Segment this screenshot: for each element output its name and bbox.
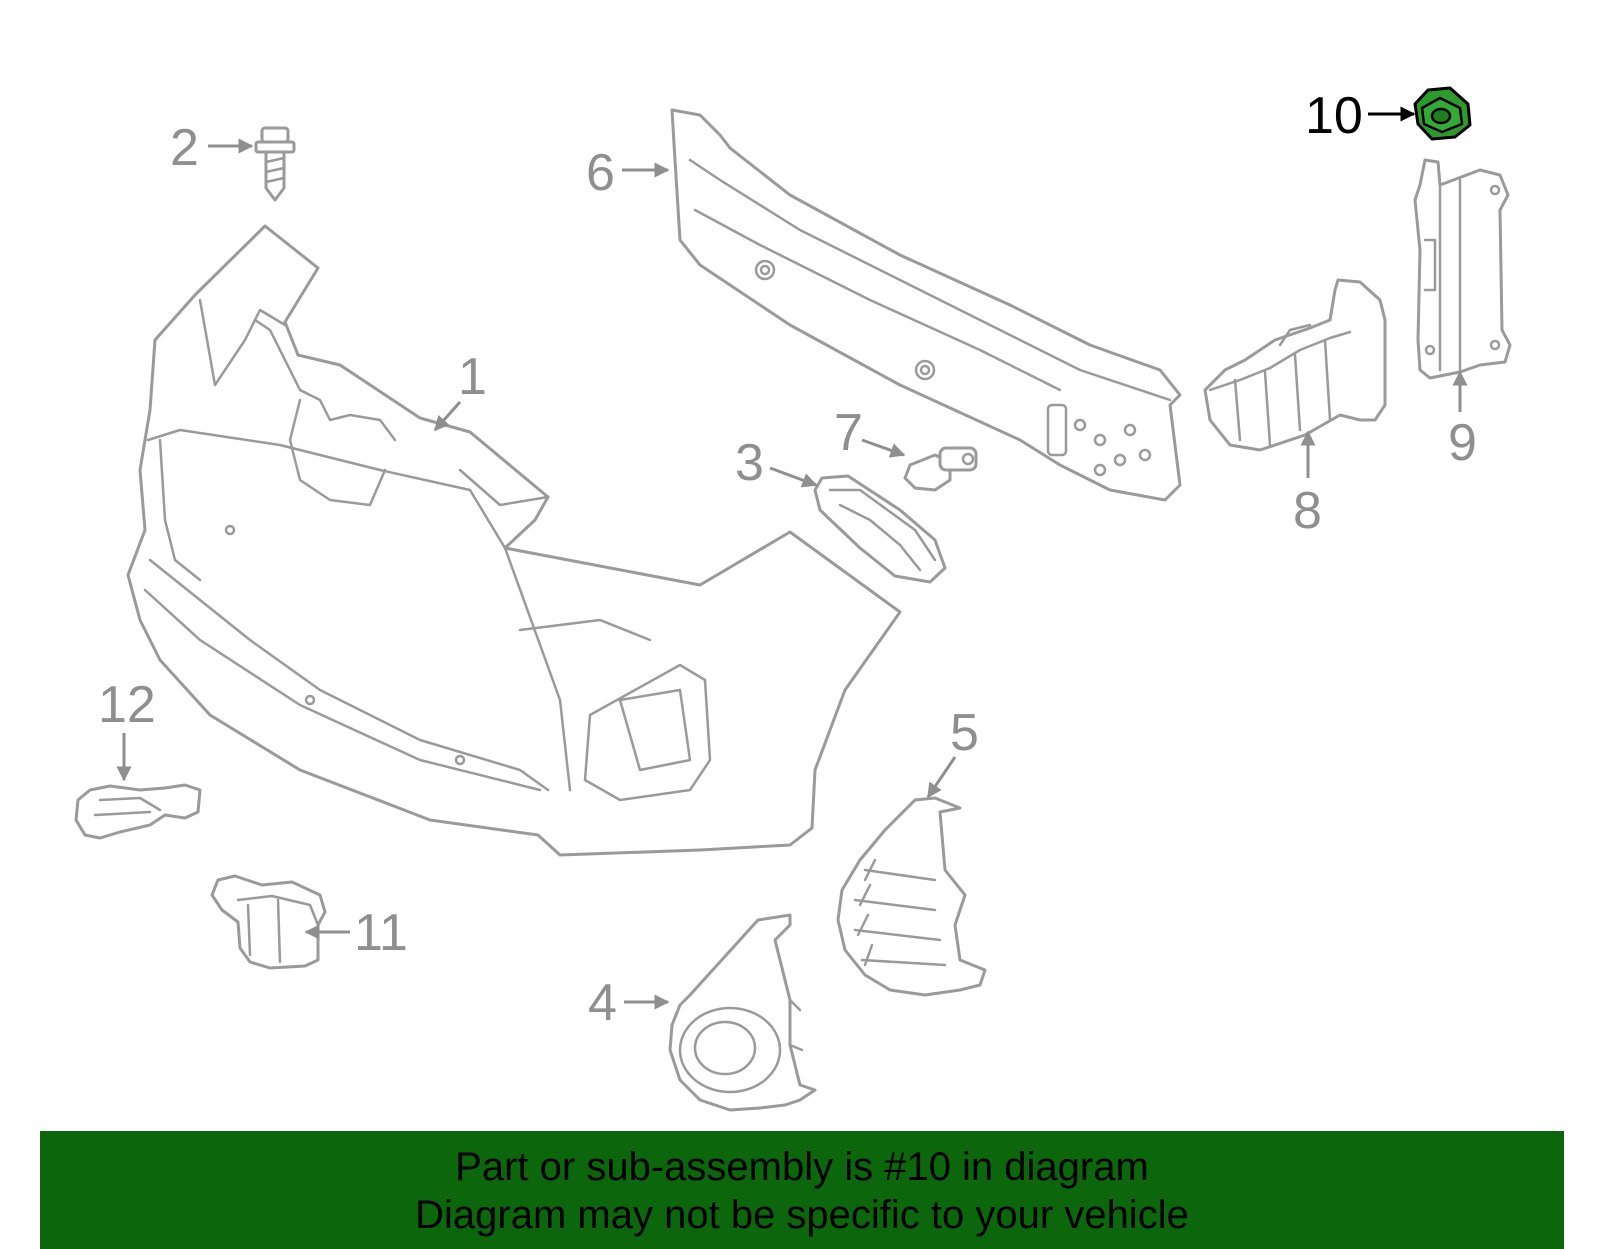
callout-5: 5 bbox=[950, 704, 979, 762]
part-8-absorber-bracket[interactable] bbox=[1203, 278, 1387, 452]
part-9-side-support[interactable] bbox=[1413, 158, 1512, 380]
callout-3: 3 bbox=[735, 434, 764, 492]
callout-12: 12 bbox=[98, 676, 156, 734]
part-6-reinforcement-bar[interactable] bbox=[670, 108, 1182, 502]
part-12-retainer-clip[interactable] bbox=[74, 783, 202, 840]
part-10-flange-nut[interactable] bbox=[1413, 86, 1472, 141]
leader-1 bbox=[433, 401, 462, 432]
part-7-bolt[interactable] bbox=[903, 446, 978, 492]
callout-1: 1 bbox=[458, 348, 487, 406]
banner-line-2: Diagram may not be specific to your vehi… bbox=[415, 1193, 1189, 1237]
callout-9: 9 bbox=[1448, 414, 1477, 472]
part-5-side-grille[interactable] bbox=[836, 796, 987, 997]
part-1-bumper-cover[interactable] bbox=[126, 224, 902, 857]
callout-4: 4 bbox=[588, 974, 617, 1032]
callout-10: 10 bbox=[1305, 87, 1363, 145]
part-11-sensor-bracket[interactable] bbox=[210, 874, 327, 970]
callout-8: 8 bbox=[1293, 482, 1322, 540]
leader-5 bbox=[926, 756, 957, 799]
info-banner: Part or sub-assembly is #10 in diagram D… bbox=[40, 1131, 1564, 1249]
callout-11: 11 bbox=[354, 904, 408, 962]
banner-line-1: Part or sub-assembly is #10 in diagram bbox=[455, 1145, 1149, 1189]
part-2-bolt[interactable] bbox=[254, 126, 296, 202]
callout-7: 7 bbox=[834, 404, 863, 462]
leader-3 bbox=[769, 466, 818, 488]
part-3-bracket[interactable] bbox=[813, 474, 947, 584]
callout-6: 6 bbox=[586, 144, 615, 202]
leader-7 bbox=[861, 438, 906, 458]
part-4-fog-bezel[interactable] bbox=[668, 913, 817, 1112]
callout-2: 2 bbox=[170, 119, 199, 177]
